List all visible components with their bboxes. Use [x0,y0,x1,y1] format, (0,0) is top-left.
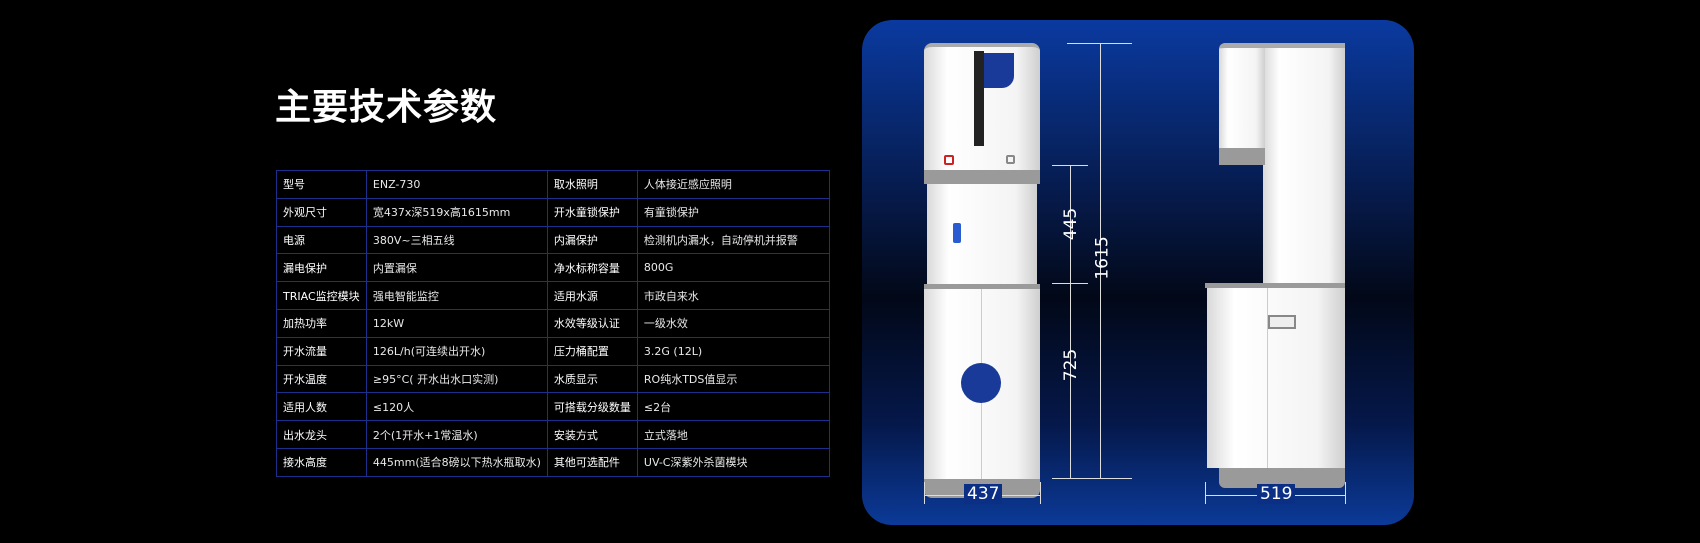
spec-label: 水质显示 [546,364,638,394]
spec-value: 市政自来水 [636,281,831,310]
spec-value: 12kW [365,308,548,338]
dispenser-side-view [1205,43,1345,488]
spec-label: 开水流量 [276,336,367,366]
spec-label: 电源 [276,225,367,255]
spec-value: 有童锁保护 [636,197,831,227]
spec-row: TRIAC监控模块强电智能监控适用水源市政自来水 [276,281,831,310]
product-dimension-image: 445 725 1615 437 519 [862,20,1414,525]
spec-value: ≤2台 [636,392,831,422]
spec-label: 内漏保护 [546,225,638,255]
spec-value: 宽437x深519x高1615mm [365,197,548,227]
spec-label: 压力桶配置 [546,336,638,366]
spec-value: 126L/h(可连续出开水) [365,336,548,366]
spec-label: TRIAC监控模块 [276,281,367,310]
spec-label: 开水童锁保护 [546,197,638,227]
width-label: 437 [964,484,1003,504]
total-height-label: 1615 [1092,236,1113,280]
spec-value: 人体接近感应照明 [636,170,831,199]
spec-label: 出水龙头 [276,420,367,449]
spec-label: 净水标称容量 [546,253,638,283]
spec-value: UV-C深紫外杀菌模块 [636,447,831,477]
depth-label: 519 [1257,484,1296,504]
spec-label: 取水照明 [546,170,638,199]
spec-value: 检测机内漏水，自动停机并报警 [636,225,831,255]
spec-value: 800G [636,253,831,283]
page-title: 主要技术参数 [275,87,498,128]
spec-value: 内置漏保 [365,253,548,283]
spec-label: 接水高度 [276,447,367,477]
spec-value: 强电智能监控 [365,281,548,310]
spec-label: 加热功率 [276,308,367,338]
base-height-label: 725 [1061,348,1082,382]
spec-value: ENZ-730 [365,170,548,199]
spec-value: 一级水效 [636,308,831,338]
tap-height-label: 445 [1061,207,1082,241]
spec-value: 2个(1开水+1常温水) [365,420,548,449]
spec-value: 3.2G (12L) [636,336,831,366]
dispenser-front-view [924,43,1040,498]
spec-label: 型号 [276,170,367,199]
spec-label: 可搭载分级数量 [546,392,638,422]
spec-label: 安装方式 [546,420,638,449]
spec-value: 立式落地 [636,420,831,449]
spec-label: 适用人数 [276,392,367,422]
spec-row: 适用人数≤120人可搭载分级数量≤2台 [276,392,831,422]
spec-label: 外观尺寸 [276,197,367,227]
spec-label: 其他可选配件 [546,447,638,477]
spec-label: 水效等级认证 [546,308,638,338]
spec-value: 380V~三相五线 [365,225,548,255]
spec-value: 445mm(适合8磅以下热水瓶取水) [365,447,548,477]
spec-value: RO纯水TDS值显示 [636,364,831,394]
spec-label: 开水温度 [276,364,367,394]
spec-label: 适用水源 [546,281,638,310]
spec-label: 漏电保护 [276,253,367,283]
spec-value: ≤120人 [365,392,548,422]
spec-value: ≥95°C( 开水出水口实测) [365,364,548,394]
